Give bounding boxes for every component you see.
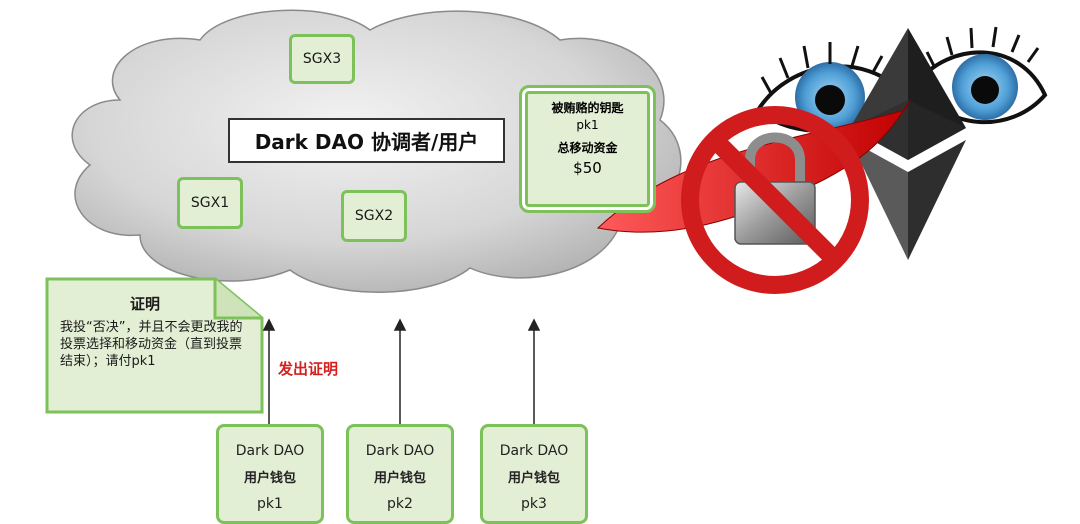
user-wallet-pk3: Dark DAO 用户钱包 pk3 [480,424,588,524]
coordinator-title: Dark DAO 协调者/用户 [228,118,505,163]
prohibition-sign-icon [681,106,869,294]
wallet-title: Dark DAO [499,443,569,459]
emit-proof-label: 发出证明 [278,360,339,378]
bribed-key-value: pk1 [576,118,599,132]
wallet-subtitle: 用户钱包 [373,471,426,486]
coordinator-title-text: Dark DAO 协调者/用户 [254,130,479,154]
proof-note-body: 我投“否决”，并且不会更改我的投票选择和移动资金（直到投票结束）；请付pk1 [60,320,243,369]
up-arrow-icon [527,318,541,424]
wallet-subtitle: 用户钱包 [243,471,296,486]
proof-note-title: 证明 [129,295,160,313]
wallet-key: pk2 [387,496,413,512]
bribed-key-label: 被贿赂的钥匙 [551,101,624,115]
wallet-key: pk3 [521,496,547,512]
up-arrow-icon [262,318,276,424]
wallet-title: Dark DAO [235,443,305,459]
user-wallet-pk1: Dark DAO 用户钱包 pk1 [216,424,324,524]
user-wallet-pk2: Dark DAO 用户钱包 pk2 [346,424,454,524]
sgx-node: SGX3 [289,34,355,84]
sgx-node: SGX1 [177,177,243,229]
bribed-key-box: 被贿赂的钥匙 pk1 总移动资金 $50 [519,85,656,213]
proof-note-shape [45,277,264,414]
wallet-key: pk1 [257,496,283,512]
sgx-label: SGX2 [354,208,394,224]
ethereum-logo-icon [850,28,966,260]
up-arrow-icon [393,318,407,424]
wallet-subtitle: 用户钱包 [507,471,560,486]
sgx-label: SGX1 [190,195,230,211]
total-funds-amount: $50 [573,159,602,177]
sgx-node: SGX2 [341,190,407,242]
proof-note: 证明 我投“否决”，并且不会更改我的投票选择和移动资金（直到投票结束）；请付pk… [60,296,250,370]
wallet-title: Dark DAO [365,443,435,459]
sgx-label: SGX3 [302,51,342,67]
total-funds-label: 总移动资金 [557,141,618,155]
